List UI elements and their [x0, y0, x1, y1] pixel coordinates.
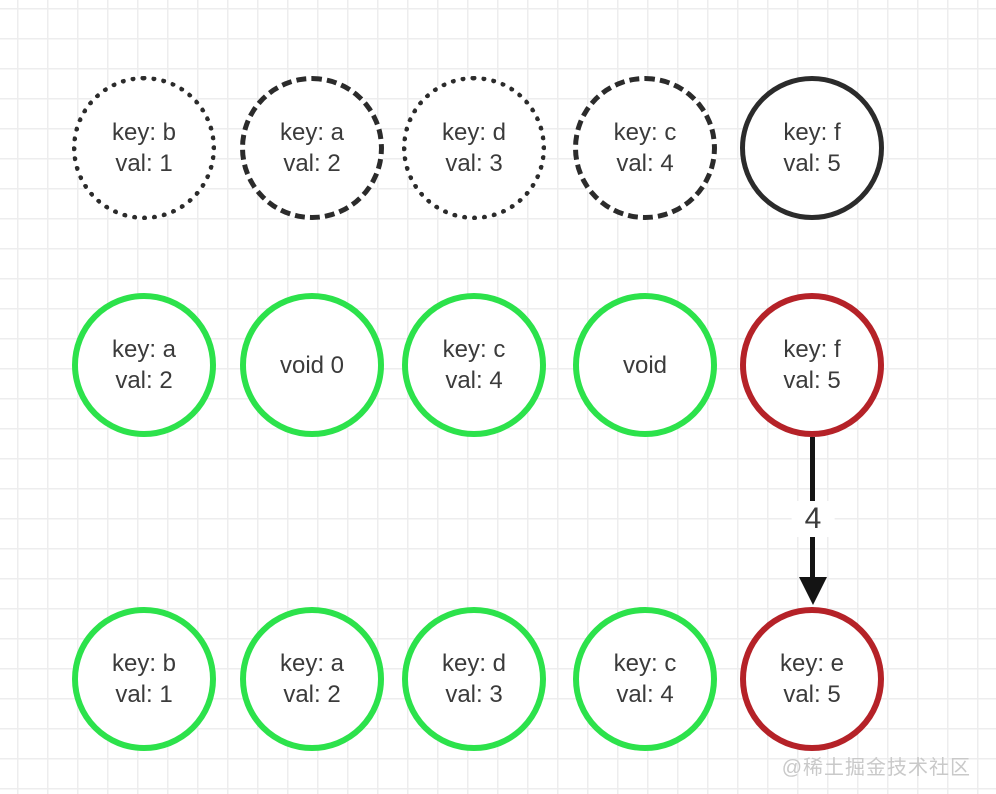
node-bottom-key-e: key: e val: 5 [740, 607, 884, 751]
node-top-key-f: key: f val: 5 [740, 76, 884, 220]
node-top-key-d: key: d val: 3 [402, 76, 546, 220]
node-key-label: key: d [441, 119, 507, 146]
node-key-label: key: e [779, 650, 845, 677]
node-key-label: key: c [442, 336, 506, 363]
node-key-label: key: d [441, 650, 507, 677]
node-mid-key-c: key: c val: 4 [402, 293, 546, 437]
node-top-key-b: key: b val: 1 [72, 76, 216, 220]
node-key-label: key: f [783, 336, 841, 363]
node-val-label: val: 3 [445, 150, 503, 177]
node-val-label: val: 2 [283, 150, 341, 177]
arrow-head-icon [799, 577, 827, 605]
node-val-label: val: 5 [783, 150, 841, 177]
node-key-label: key: a [279, 119, 345, 146]
node-mid-key-a: key: a val: 2 [72, 293, 216, 437]
arrow-label: 4 [791, 501, 835, 537]
node-bottom-key-a: key: a val: 2 [240, 607, 384, 751]
node-key-label: key: a [279, 650, 345, 677]
node-mid-key-f: key: f val: 5 [740, 293, 884, 437]
node-top-key-c: key: c val: 4 [573, 76, 717, 220]
node-bottom-key-b: key: b val: 1 [72, 607, 216, 751]
node-key-label: void 0 [279, 351, 345, 379]
node-key-label: key: b [111, 119, 177, 146]
node-key-label: key: b [111, 650, 177, 677]
node-mid-void-0: void 0 [240, 293, 384, 437]
node-top-key-a: key: a val: 2 [240, 76, 384, 220]
node-val-label: val: 1 [115, 681, 173, 708]
node-val-label: val: 4 [616, 150, 674, 177]
node-mid-void: void [573, 293, 717, 437]
node-val-label: val: 4 [616, 681, 674, 708]
node-key-label: key: f [783, 119, 841, 146]
node-key-label: key: c [613, 650, 677, 677]
watermark: @稀土掘金技术社区 [781, 757, 971, 779]
node-val-label: val: 4 [445, 367, 503, 394]
node-bottom-key-c: key: c val: 4 [573, 607, 717, 751]
node-val-label: val: 2 [115, 367, 173, 394]
node-key-label: key: c [613, 119, 677, 146]
node-val-label: val: 5 [783, 681, 841, 708]
node-val-label: val: 5 [783, 367, 841, 394]
node-key-label: key: a [111, 336, 177, 363]
node-val-label: val: 3 [445, 681, 503, 708]
node-bottom-key-d: key: d val: 3 [402, 607, 546, 751]
node-val-label: val: 1 [115, 150, 173, 177]
node-val-label: val: 2 [283, 681, 341, 708]
node-key-label: void [622, 351, 668, 379]
